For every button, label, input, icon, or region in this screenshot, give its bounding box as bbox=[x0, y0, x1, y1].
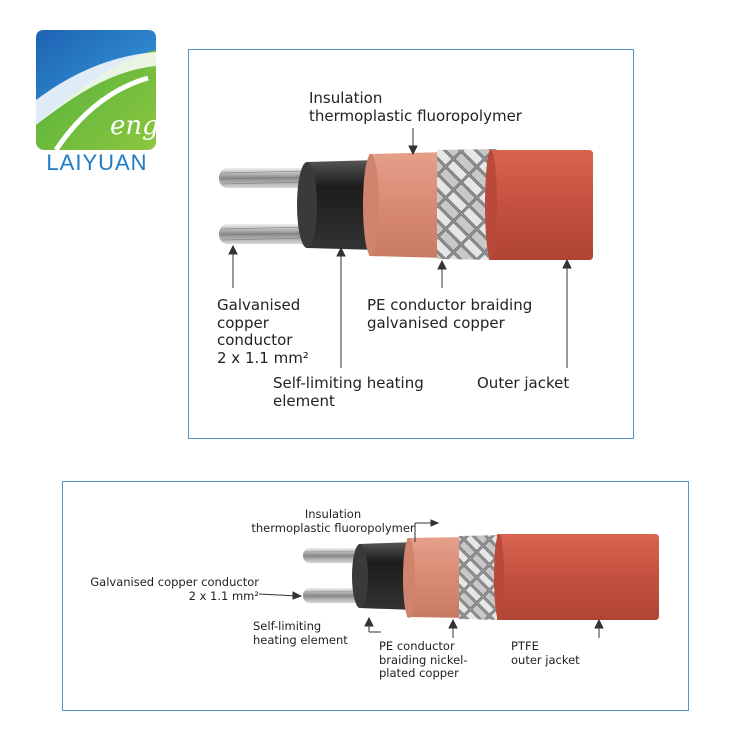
label-insulation: Insulation thermoplastic fluoropolymer bbox=[251, 507, 415, 535]
conductor-braiding bbox=[437, 149, 497, 260]
label-conductor: Galvanised copper conductor 2 x 1.1 mm² bbox=[90, 575, 259, 603]
label-heating-element: Self-limiting heating element bbox=[253, 619, 348, 647]
label-heating-element: Self-limiting heating element bbox=[273, 374, 424, 410]
cable-diagram-bottom bbox=[258, 519, 659, 638]
diagram-panel-bottom: Insulation thermoplastic fluoropolymer G… bbox=[62, 481, 689, 711]
label-braiding: PE conductor braiding nickel- plated cop… bbox=[379, 639, 468, 681]
label-outer-jacket: Outer jacket bbox=[477, 374, 570, 392]
label-outer-jacket: PTFE outer jacket bbox=[511, 639, 580, 667]
heating-element-core bbox=[359, 542, 415, 610]
conductor-braiding bbox=[459, 535, 503, 620]
cable-diagram-top bbox=[219, 128, 593, 368]
insulation-layer bbox=[369, 152, 447, 258]
insulation-layer bbox=[407, 537, 467, 618]
diagram-panel-top: Insulation thermoplastic fluoropolymer G… bbox=[188, 49, 634, 439]
brand-name: LAIYUAN bbox=[46, 150, 148, 175]
label-insulation: Insulation thermoplastic fluoropolymer bbox=[309, 89, 522, 125]
outer-jacket bbox=[489, 150, 593, 260]
label-conductor: Galvanised copper conductor 2 x 1.1 mm² bbox=[217, 296, 309, 368]
outer-jacket bbox=[497, 534, 659, 620]
heating-element-core bbox=[307, 160, 379, 250]
label-braiding: PE conductor braiding galvanised copper bbox=[367, 296, 533, 332]
logo-script-text: eng bbox=[110, 111, 156, 141]
brand-logo: eng bbox=[36, 30, 159, 180]
